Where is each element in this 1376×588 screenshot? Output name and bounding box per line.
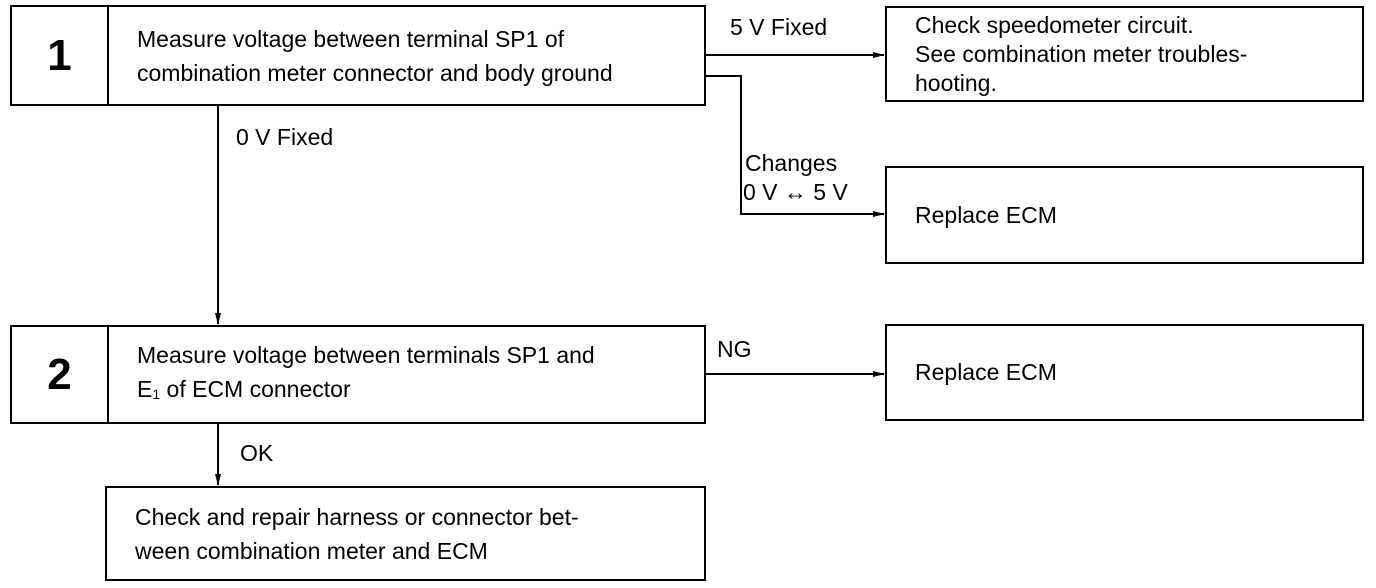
label-zero-to-five-v: 0 V ↔ 5 V: [743, 179, 848, 205]
replace-ecm-text-2: Replace ECM: [915, 359, 1057, 385]
speedometer-line-3: hooting.: [915, 69, 997, 96]
step-2-number: 2: [12, 327, 109, 422]
replace-ecm-box-2: Replace ECM: [885, 324, 1364, 421]
replace-ecm-box-1: Replace ECM: [885, 166, 1364, 264]
label-changes: Changes: [745, 150, 838, 176]
label-ok: OK: [240, 440, 274, 466]
step-1-line-2: combination meter connector and body gro…: [137, 59, 613, 86]
step-2-line-2: E1 of ECM connector: [137, 372, 704, 411]
arrow-changes: [704, 75, 885, 217]
speedometer-check-box: Check speedometer circuit. See combinati…: [885, 6, 1364, 102]
speedometer-line-2: See combination meter troubles-: [915, 40, 1248, 67]
step-2-box: 2 Measure voltage between terminals SP1 …: [10, 325, 706, 424]
label-zero-v-fixed: 0 V Fixed: [236, 124, 334, 150]
repair-line-2: ween combination meter and ECM: [135, 537, 488, 564]
speedometer-line-1: Check speedometer circuit.: [915, 11, 1194, 38]
step-2-line-2-rest: of ECM connector: [160, 376, 351, 402]
step-1-number: 1: [12, 7, 109, 104]
repair-harness-box: Check and repair harness or connector be…: [105, 486, 706, 581]
step-1-line-1: Measure voltage between terminal SP1 of: [137, 25, 565, 52]
step-2-text: Measure voltage between terminals SP1 an…: [109, 327, 704, 422]
repair-line-1: Check and repair harness or connector be…: [135, 503, 579, 530]
step-2-line-1: Measure voltage between terminals SP1 an…: [137, 342, 595, 368]
step-2-terminal: E: [137, 376, 153, 402]
step-2-terminal-subscript: 1: [152, 386, 161, 402]
replace-ecm-text-1: Replace ECM: [915, 201, 1057, 228]
label-ng: NG: [717, 336, 752, 362]
step-1-text: Measure voltage between terminal SP1 of …: [109, 7, 704, 104]
label-five-v-fixed: 5 V Fixed: [730, 14, 828, 40]
step-1-box: 1 Measure voltage between terminal SP1 o…: [10, 5, 706, 106]
